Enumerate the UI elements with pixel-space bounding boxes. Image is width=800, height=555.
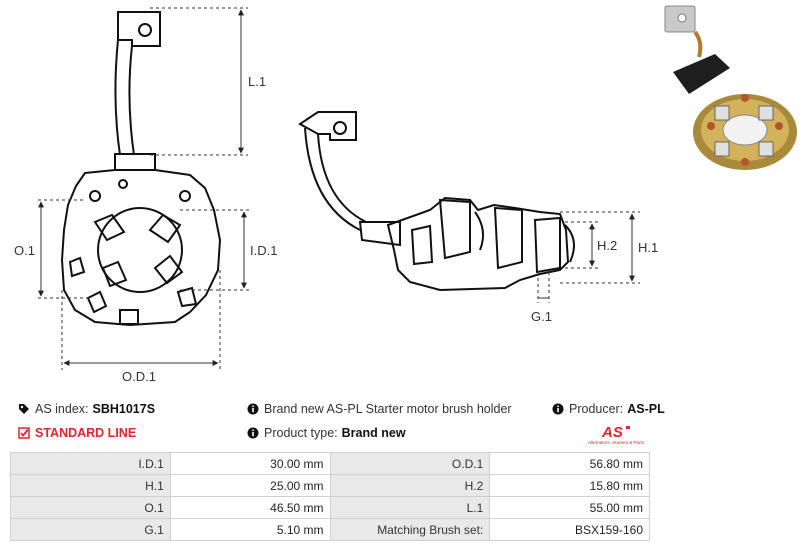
front-view-dimensions	[38, 7, 250, 370]
dim-label-l1: L.1	[248, 74, 266, 89]
product-type-value: Brand new	[341, 426, 406, 440]
producer-value: AS-PL	[627, 402, 665, 416]
as-pl-logo: AS Alternators, Starters & Parts	[588, 424, 645, 445]
info-icon	[247, 403, 259, 415]
as-index-row: AS index: SBH1017S	[18, 402, 155, 416]
description-row: Brand new AS-PL Starter motor brush hold…	[247, 402, 512, 416]
product-description: Brand new AS-PL Starter motor brush hold…	[264, 402, 512, 416]
technical-drawing: L.1 O.1 I.D.1 O.D.1 H.	[14, 7, 658, 384]
spec-value: 15.80 mm	[489, 474, 650, 497]
product-type-label: Product type:	[264, 426, 338, 440]
spec-value: 46.50 mm	[169, 496, 331, 519]
producer-row: Producer: AS-PL	[552, 402, 665, 416]
as-index-label: AS index:	[35, 402, 89, 416]
spec-key: Matching Brush set:	[329, 518, 491, 541]
svg-text:AS: AS	[601, 424, 623, 441]
product-type-row: Product type: Brand new	[247, 426, 406, 440]
dim-label-id1: I.D.1	[250, 243, 277, 258]
producer-label: Producer:	[569, 402, 624, 416]
tag-icon	[19, 404, 29, 414]
dim-label-o1: O.1	[14, 243, 35, 258]
side-view-dimensions	[537, 211, 640, 303]
info-icon	[552, 403, 564, 415]
spec-key: H.2	[329, 474, 491, 497]
spec-key: L.1	[329, 496, 491, 519]
standard-line-label: STANDARD LINE	[35, 426, 137, 440]
spec-value: 30.00 mm	[169, 452, 331, 475]
spec-key: H.1	[10, 474, 171, 497]
product-photo	[664, 5, 797, 170]
front-view	[60, 11, 222, 327]
standard-line-row: STANDARD LINE	[18, 426, 136, 440]
spec-value: 5.10 mm	[169, 518, 331, 541]
dim-label-g1: G.1	[531, 309, 552, 324]
spec-key: O.1	[10, 496, 171, 519]
svg-text:Alternators, Starters & Parts: Alternators, Starters & Parts	[588, 440, 645, 445]
spec-key: O.D.1	[329, 452, 491, 475]
dim-label-h1: H.1	[638, 240, 658, 255]
spec-key: G.1	[10, 518, 171, 541]
spec-value: 25.00 mm	[169, 474, 331, 497]
spec-key: I.D.1	[10, 452, 171, 475]
as-index-value: SBH1017S	[92, 402, 156, 416]
spec-value: BSX159-160	[489, 518, 650, 541]
spec-value: 55.00 mm	[489, 496, 650, 519]
info-icon	[247, 427, 259, 439]
checkbox-checked-icon	[18, 427, 30, 439]
spec-value: 56.80 mm	[489, 452, 650, 475]
dim-label-h2: H.2	[597, 238, 617, 253]
dim-label-od1: O.D.1	[122, 369, 156, 384]
side-view	[298, 111, 575, 292]
